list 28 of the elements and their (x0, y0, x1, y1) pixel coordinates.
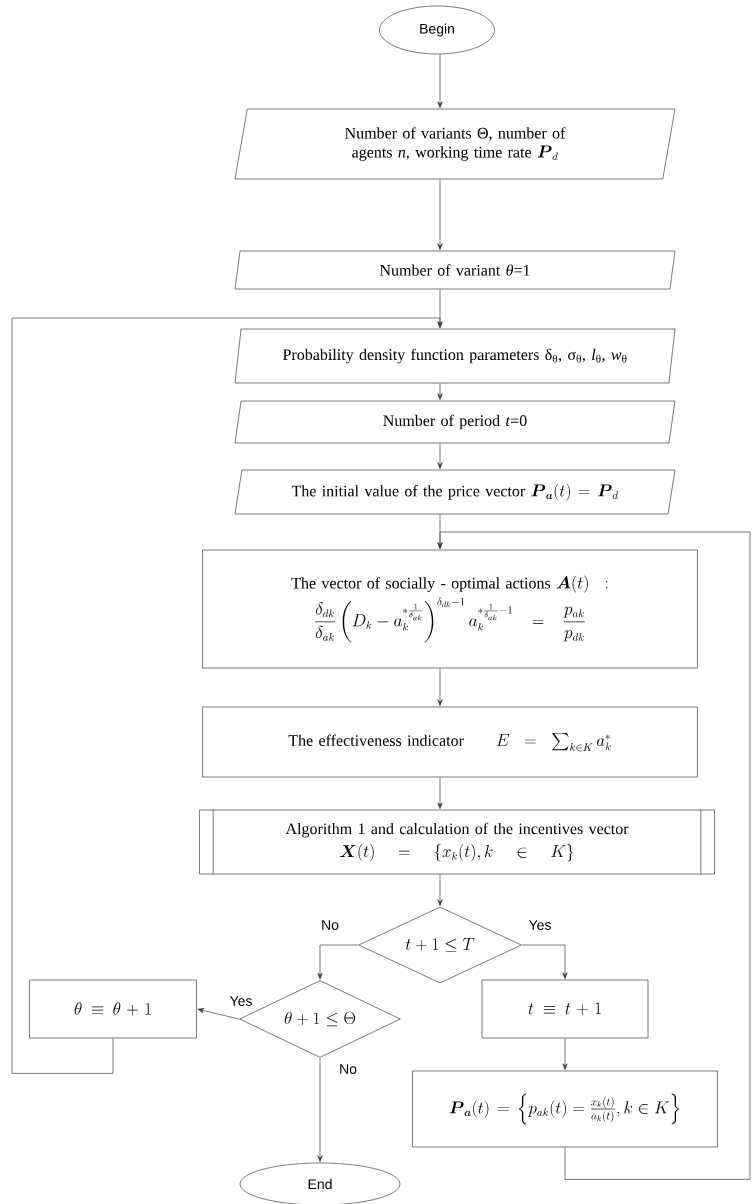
input-parallelogram: Number of variant θ=1 (234, 250, 676, 290)
arrow (437, 668, 443, 706)
subroutine-box: Algorithm 1 and calculation of the incentives vector $\boldsymbol{X}(t)=\{x_k(t),k\in K\}$ (199, 809, 715, 875)
process-box: $\theta\equiv\theta+1$ (29, 979, 197, 1039)
arrow (437, 383, 443, 400)
process-box: $\boldsymbol{P}_{\boldsymbol{a}}(t)=\left\{p_{ak}(t)=\frac{x_k(t)}{a_k(t)},k\in K\right\}$ (412, 1070, 718, 1148)
arrow (437, 54, 443, 108)
edge-label: Yes (527, 919, 553, 931)
process-box: The effectiveness indicator $E=\sum_{k\in K}a_k^*$ (202, 706, 698, 778)
arrow (437, 531, 751, 1180)
arrow (11, 317, 443, 1074)
edge-label: No (338, 1063, 358, 1075)
arrow (197, 1008, 240, 1020)
arrow (437, 443, 443, 469)
input-parallelogram: The initial value of the price vector $\boldsymbol{P}_{\boldsymbol{a}}(t)=\boldsymbol{P}_d$ (234, 469, 676, 515)
process-box: The vector of socially - optimal actions $\boldsymbol{A}(t):$ $\frac{\delta_{dk}}{\delta_{ak}}\left(D_k-a_k^{*\frac{1}{\delta_{ak}}}\right)^{\delta_{dk}-1}a_k^{*\frac{1}{\delta_{ak}}-1}=\frac{p_{ak}}{p_{dk}}$ (202, 549, 698, 669)
arrow (317, 1057, 323, 1162)
input-parallelogram: Number of period t=0 (234, 400, 676, 444)
arrow (437, 777, 443, 809)
arrow (521, 944, 568, 979)
arrow (317, 944, 359, 980)
arrow (437, 874, 443, 906)
edge-label: No (320, 919, 340, 931)
process-box: $t\equiv t+1$ (481, 979, 649, 1039)
input-parallelogram: Probability density function parameters δ$_{θ}$, σ$_{θ}$, l$_{θ}$, w$_{θ}$ (234, 328, 676, 384)
input-parallelogram: Number of variants Θ, number of agents n, working time rate $\boldsymbol{P}_d$ (234, 108, 676, 180)
arrow (437, 179, 443, 250)
arrow (562, 1038, 568, 1070)
